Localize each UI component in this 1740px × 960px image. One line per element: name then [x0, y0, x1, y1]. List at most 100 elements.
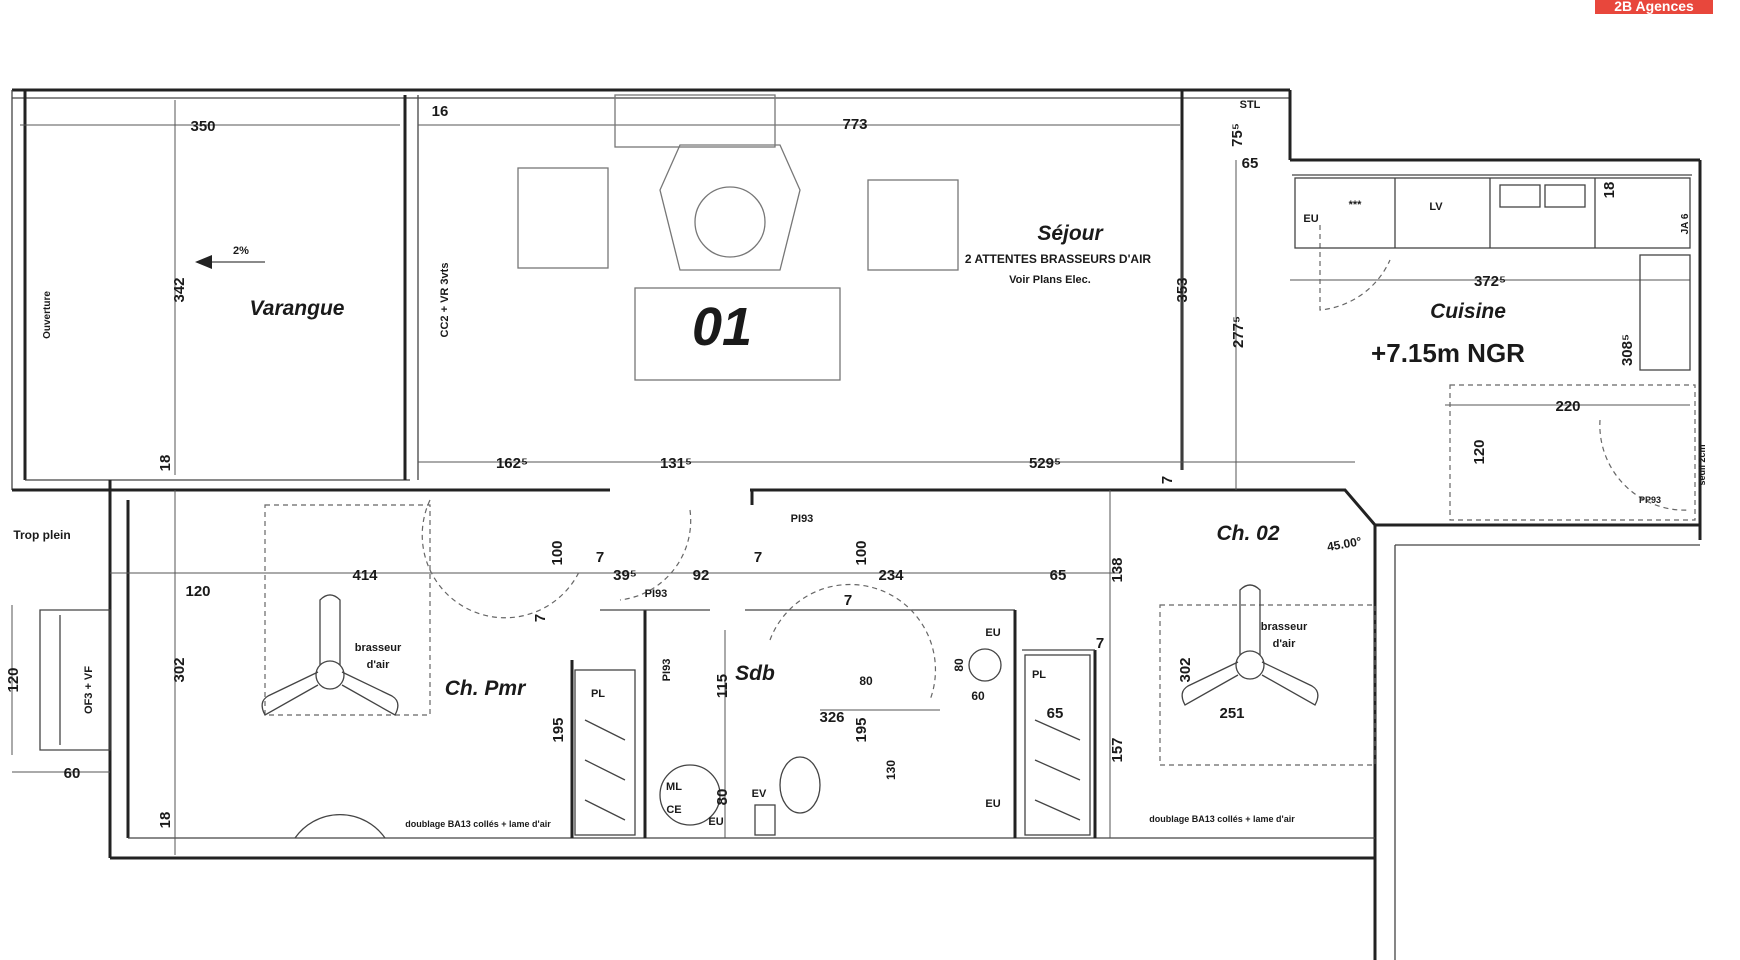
dim-308: 308⁵ — [1619, 334, 1636, 366]
code-pi93-3: PI93 — [661, 659, 673, 682]
room-labels: Séjour Varangue Cuisine Ch. Pmr Ch. 02 S… — [250, 222, 1526, 700]
code-pl-left: PL — [591, 688, 605, 700]
dim-7b: 7 — [596, 549, 604, 566]
code-pi93-1: PI93 — [791, 513, 814, 525]
note-brasseur-left-1: brasseur — [355, 642, 402, 654]
dim-353: 353 — [1174, 277, 1191, 302]
note-brasseur-right-1: brasseur — [1261, 621, 1308, 633]
code-ce: CE — [666, 804, 681, 816]
armchair-right — [867, 179, 959, 271]
room-label-cuisine: Cuisine — [1430, 300, 1506, 323]
dim-251: 251 — [1219, 705, 1244, 722]
dim-773: 773 — [842, 116, 867, 133]
code-lv: LV — [1429, 201, 1443, 213]
note-of-label: OF3 + VF — [83, 666, 95, 714]
code-stars: *** — [1349, 199, 1363, 211]
dim-7a: 7 — [1159, 476, 1176, 484]
dim-302a: 302 — [171, 657, 188, 682]
dim-7e: 7 — [1096, 635, 1104, 652]
code-pl-right: PL — [1032, 669, 1046, 681]
dim-195a: 195 — [550, 717, 567, 742]
slope-arrow-icon — [195, 255, 212, 269]
dim-80c: 80 — [952, 658, 966, 672]
dimensions: 350 16 773 75⁵ 65 18 342 18 162⁵ 131⁵ 52… — [5, 103, 1636, 828]
ceiling-fan-right-icon — [1181, 584, 1319, 706]
dim-131: 131⁵ — [660, 455, 692, 472]
dim-120a: 120 — [1471, 439, 1488, 464]
dim-326: 326 — [819, 709, 844, 726]
room-label-sdb: Sdb — [735, 662, 775, 685]
room-label-ch-pmr: Ch. Pmr — [445, 677, 527, 700]
toilet — [779, 756, 821, 814]
dim-220: 220 — [1555, 398, 1580, 415]
note-brasseur-left-2: d'air — [367, 659, 391, 671]
dim-65a: 65 — [1242, 155, 1259, 172]
note-stl: STL — [1240, 99, 1261, 111]
basin — [754, 804, 776, 836]
agency-badge: 2B Agences — [1595, 0, 1713, 14]
dim-120b: 120 — [185, 583, 210, 600]
sink — [968, 648, 1002, 682]
sofa — [634, 287, 841, 381]
armchair-left — [517, 167, 609, 269]
kitchen-counter — [1294, 177, 1691, 249]
code-eu-3: EU — [985, 798, 1000, 810]
code-pi93-2: PI93 — [645, 588, 668, 600]
annotations: 2 ATTENTES BRASSEURS D'AIR Voir Plans El… — [13, 99, 1707, 829]
dim-115: 115 — [714, 674, 731, 698]
dim-18c: 18 — [157, 812, 174, 829]
room-label-sejour: Séjour — [1037, 222, 1104, 245]
note-slope: 2% — [233, 245, 249, 257]
dim-80a: 80 — [714, 789, 731, 806]
dim-60b: 60 — [971, 689, 985, 703]
dim-342: 342 — [171, 277, 188, 302]
dim-372: 372⁵ — [1474, 273, 1506, 290]
dim-350: 350 — [190, 118, 215, 135]
dim-39: 39⁵ — [613, 567, 637, 584]
floor-level: +7.15m NGR — [1371, 338, 1525, 368]
ceiling-fan-left-icon — [261, 594, 399, 716]
note-brasseur-right-2: d'air — [1273, 638, 1297, 650]
room-label-varangue: Varangue — [250, 297, 345, 320]
closet-right — [1024, 654, 1091, 836]
dim-529: 529⁵ — [1029, 455, 1061, 472]
table-top — [614, 94, 776, 148]
note-doublage-right: doublage BA13 collés + lame d'air — [1149, 814, 1295, 824]
code-ev: EV — [752, 788, 767, 800]
agency-badge-text: 2B Agences — [1614, 0, 1694, 14]
dim-65b: 65 — [1050, 567, 1067, 584]
fan-zone-right — [1159, 604, 1376, 766]
note-doublage-left: doublage BA13 collés + lame d'air — [405, 819, 551, 829]
fan-zone-left — [264, 504, 431, 716]
dim-234: 234 — [878, 567, 904, 584]
dim-162: 162⁵ — [496, 455, 528, 472]
furniture — [195, 94, 1696, 839]
note-trop-plein: Trop plein — [13, 528, 70, 542]
code-eu-1: EU — [708, 816, 723, 828]
dim-277: 277⁵ — [1230, 316, 1247, 348]
fridge — [1639, 254, 1691, 371]
dim-18a: 18 — [1601, 182, 1618, 199]
dim-92: 92 — [693, 567, 710, 584]
dim-7c: 7 — [754, 549, 762, 566]
dim-60: 60 — [64, 765, 81, 782]
dim-7f: 7 — [532, 614, 549, 622]
fixture-codes: PL PL ML CE EV EU EU EU EU LV *** JA 6 P… — [591, 199, 1691, 828]
dim-138: 138 — [1109, 557, 1126, 582]
hob — [1499, 184, 1541, 208]
dim-130: 130 — [884, 760, 898, 780]
dim-45: 45.00° — [1326, 534, 1363, 554]
note-seuil: seuil 2cm — [1697, 444, 1707, 485]
dim-414: 414 — [352, 567, 378, 584]
dim-195b: 195 — [853, 717, 870, 742]
washing-machine — [659, 764, 721, 826]
dim-65c: 65 — [1047, 705, 1064, 722]
dim-157: 157 — [1109, 737, 1126, 762]
dim-7d: 7 — [844, 592, 852, 609]
dim-18b: 18 — [157, 455, 174, 472]
dim-80b: 80 — [859, 674, 873, 688]
code-eu-kitchen: EU — [1303, 213, 1318, 225]
dim-120c: 120 — [5, 667, 22, 692]
dimension-lines — [11, 100, 1690, 855]
